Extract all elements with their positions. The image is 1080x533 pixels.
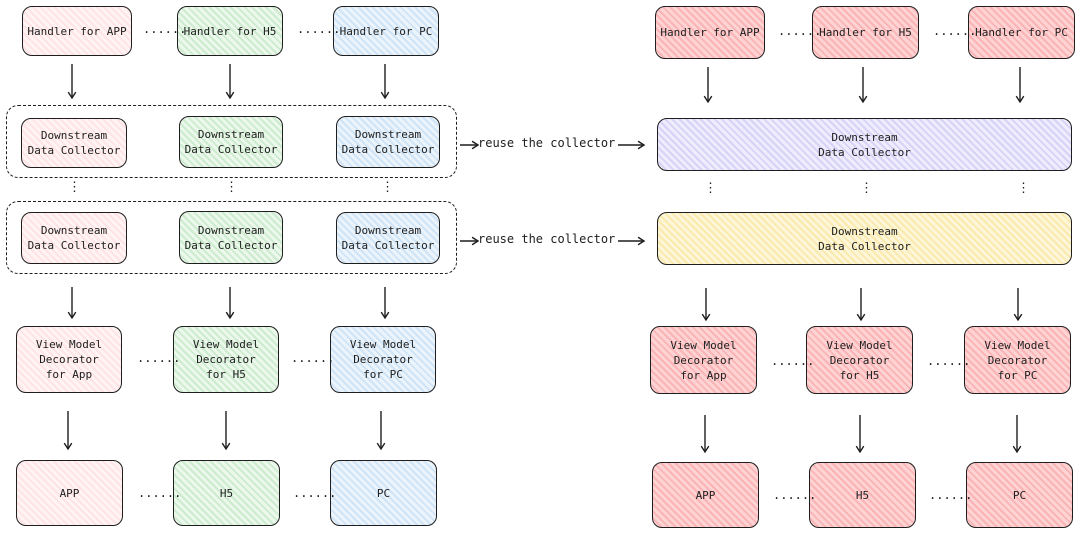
right-shared-collector-1: Downstream Data Collector <box>657 118 1072 171</box>
left-handler-app: Handler for APP <box>22 6 132 56</box>
left-collector-2-app: Downstream Data Collector <box>21 212 127 264</box>
down-arrow <box>1013 288 1023 322</box>
reuse-arrow-in <box>460 140 480 150</box>
vertical-ellipsis: ⋮ <box>68 180 81 195</box>
reuse-collector-label-2: reuse the collector <box>478 232 616 246</box>
right-decorator-h5: View Model Decorator for H5 <box>806 326 913 394</box>
left-output-h5: H5 <box>173 460 280 526</box>
left-output-app: APP <box>16 460 123 526</box>
ellipsis: ...... <box>927 354 971 368</box>
down-arrow <box>380 64 390 100</box>
collector-group-1 <box>6 105 457 178</box>
down-arrow <box>700 415 710 454</box>
vertical-ellipsis: ⋮ <box>860 181 873 196</box>
ellipsis: ...... <box>143 22 187 36</box>
ellipsis: ...... <box>773 488 817 502</box>
left-collector-2-pc: Downstream Data Collector <box>336 212 440 264</box>
down-arrow <box>67 64 77 100</box>
down-arrow <box>855 415 865 454</box>
down-arrow <box>225 287 235 320</box>
down-arrow <box>225 64 235 100</box>
down-arrow <box>856 288 866 322</box>
left-collector-1-h5: Downstream Data Collector <box>179 116 283 168</box>
left-output-pc: PC <box>330 460 437 526</box>
reuse-arrow-out <box>618 140 646 150</box>
reuse-collector-label-1: reuse the collector <box>478 136 616 150</box>
down-arrow <box>1012 415 1022 454</box>
left-decorator-pc: View Model Decorator for PC <box>330 326 436 393</box>
down-arrow <box>67 287 77 320</box>
vertical-ellipsis: ⋮ <box>225 180 238 195</box>
right-handler-pc: Handler for PC <box>968 6 1075 59</box>
down-arrow <box>221 411 231 451</box>
left-handler-pc: Handler for PC <box>333 6 439 56</box>
ellipsis: ...... <box>138 486 182 500</box>
collector-group-2 <box>6 201 457 274</box>
right-output-pc: PC <box>966 462 1073 528</box>
down-arrow <box>858 67 868 104</box>
reuse-arrow-out <box>618 236 646 246</box>
right-decorator-pc: View Model Decorator for PC <box>964 326 1071 394</box>
vertical-ellipsis: ⋮ <box>381 180 394 195</box>
ellipsis: ...... <box>933 24 977 38</box>
right-shared-collector-2: Downstream Data Collector <box>657 212 1072 265</box>
down-arrow <box>376 411 386 451</box>
down-arrow <box>63 411 73 451</box>
right-handler-h5: Handler for H5 <box>812 6 919 59</box>
vertical-ellipsis: ⋮ <box>704 181 717 196</box>
ellipsis: ...... <box>293 486 337 500</box>
right-handler-app: Handler for APP <box>655 6 765 59</box>
left-decorator-h5: View Model Decorator for H5 <box>173 326 279 393</box>
ellipsis: ...... <box>929 488 973 502</box>
left-collector-1-pc: Downstream Data Collector <box>336 116 440 168</box>
right-output-h5: H5 <box>809 462 916 528</box>
ellipsis: ...... <box>778 24 822 38</box>
down-arrow <box>380 287 390 320</box>
ellipsis: ...... <box>291 351 335 365</box>
ellipsis: ...... <box>771 354 815 368</box>
ellipsis: ...... <box>297 22 341 36</box>
right-output-app: APP <box>652 462 759 528</box>
right-decorator-app: View Model Decorator for App <box>650 326 757 394</box>
left-collector-1-app: Downstream Data Collector <box>21 118 127 168</box>
reuse-arrow-in <box>460 236 480 246</box>
left-handler-h5: Handler for H5 <box>177 6 283 56</box>
left-collector-2-h5: Downstream Data Collector <box>179 211 283 264</box>
left-decorator-app: View Model Decorator for App <box>16 326 122 393</box>
down-arrow <box>701 288 711 322</box>
ellipsis: ...... <box>137 351 181 365</box>
down-arrow <box>1015 67 1025 104</box>
vertical-ellipsis: ⋮ <box>1017 181 1030 196</box>
down-arrow <box>703 67 713 104</box>
